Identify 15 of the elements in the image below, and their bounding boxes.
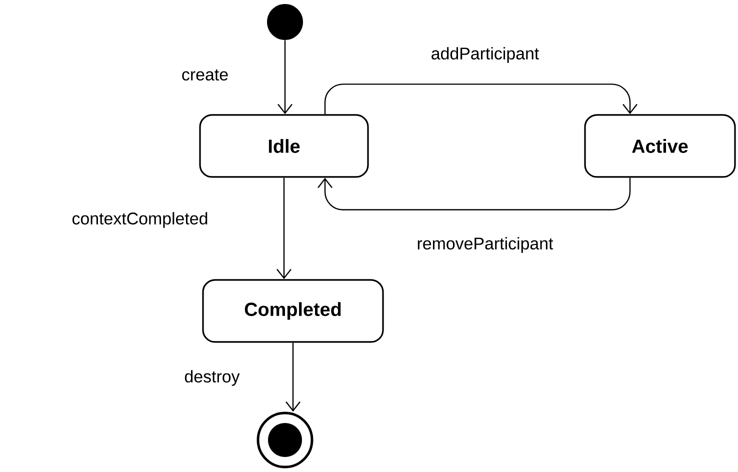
arrow <box>286 342 300 412</box>
final-state <box>256 412 314 468</box>
state-box: Idle <box>199 114 369 178</box>
edge-label: addParticipant <box>432 47 539 63</box>
arrow <box>318 178 631 210</box>
state-box: Active <box>584 114 736 178</box>
edge-label: destroy <box>184 370 240 386</box>
initial-state <box>267 4 303 40</box>
edge-label: contextCompleted <box>72 212 208 228</box>
edge-label: removeParticipant <box>418 237 554 253</box>
arrow <box>324 84 638 114</box>
arrow <box>278 40 292 114</box>
state-box: Completed <box>202 279 384 343</box>
edge-label: create <box>182 69 228 81</box>
arrow <box>276 178 292 280</box>
